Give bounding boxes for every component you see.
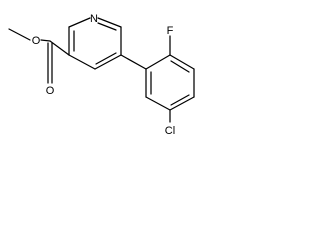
atom-label-fluorine: F <box>167 25 174 37</box>
bond-pyridine-inner-n1-c6 <box>97 22 117 31</box>
atom-label-ester-oxygen: O <box>32 35 41 47</box>
atom-label-carbonyl-oxygen: O <box>46 85 55 97</box>
atom-label-chlorine: Cl <box>165 125 175 137</box>
bond-pyridine-n1-c6 <box>97 17 122 28</box>
bond-phenyl-c2-c3 <box>169 54 195 70</box>
bond-carbonyl-c-ring <box>49 40 70 56</box>
bond-pyridine-c4-c3 <box>68 54 96 70</box>
bond-phenyl-inner-c4-c5 <box>170 94 190 106</box>
bond-biaryl <box>120 54 147 70</box>
atom-label-nitrogen: N <box>90 13 98 25</box>
bond-methyl-o <box>8 28 31 41</box>
bond-phenyl-inner-c2-c3 <box>170 60 190 73</box>
bond-phenyl-c4-c5 <box>169 96 195 111</box>
bond-pyridine-c2-n1 <box>68 17 91 28</box>
chemical-structure-diagram: N F Cl O O <box>8 13 195 137</box>
bond-phenyl-c5-c6 <box>145 96 171 111</box>
bond-pyridine-c5-c4 <box>94 54 122 70</box>
bond-o-carbonyl-c <box>40 39 51 42</box>
bond-pyridine-inner-c4-c5 <box>95 52 117 65</box>
bond-phenyl-c1-c2 <box>145 54 171 70</box>
